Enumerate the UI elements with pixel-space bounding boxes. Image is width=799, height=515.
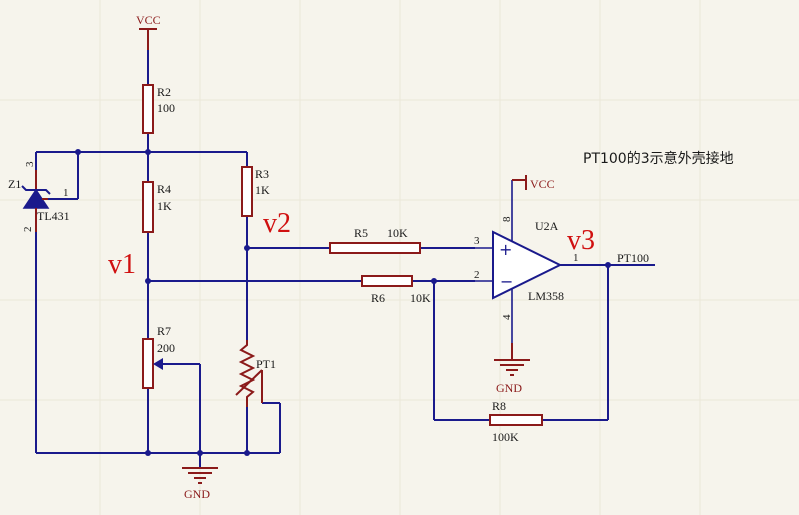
shunt-regulator-z1: Z1 TL431 3 1 2 xyxy=(8,161,70,232)
u2a-value: LM358 xyxy=(528,289,564,303)
r3-value: 1K xyxy=(255,183,270,197)
u2a-pin-3: 3 xyxy=(474,235,480,247)
r2-ref: R2 xyxy=(157,85,171,99)
vcc-power-symbol-top: VCC xyxy=(136,13,161,50)
r7-ref: R7 xyxy=(157,324,171,338)
z1-value: TL431 xyxy=(37,209,70,223)
vcc-label-top: VCC xyxy=(136,13,161,27)
r4-ref: R4 xyxy=(157,182,171,196)
r6-ref: R6 xyxy=(371,291,385,305)
gnd-label-left: GND xyxy=(184,487,210,501)
wires xyxy=(35,50,655,468)
r7-value: 200 xyxy=(157,341,175,355)
r5-value: 10K xyxy=(387,226,408,240)
resistor-r2: R2 100 xyxy=(142,84,175,134)
r5-ref: R5 xyxy=(354,226,368,240)
r8-value: 100K xyxy=(492,430,519,444)
junction-dots xyxy=(75,149,611,456)
z1-pin-1: 1 xyxy=(63,187,69,199)
r3-ref: R3 xyxy=(255,167,269,181)
vcc-power-symbol-opamp: VCC xyxy=(512,175,555,191)
opamp-u2a: + − U2A LM358 3 2 1 8 4 xyxy=(474,180,579,343)
gnd-symbol-left: GND xyxy=(182,467,218,501)
r4-value: 1K xyxy=(157,199,172,213)
z1-ref: Z1 xyxy=(8,177,21,191)
r8-ref: R8 xyxy=(492,399,506,413)
z1-pin-3: 3 xyxy=(24,161,36,167)
node-label-v3: v3 xyxy=(567,225,595,256)
r2-value: 100 xyxy=(157,101,175,115)
vcc-label-opamp: VCC xyxy=(530,177,555,191)
resistor-r5: R5 10K xyxy=(329,226,421,254)
node-label-v1: v1 xyxy=(108,249,136,280)
output-net-label: PT100 xyxy=(617,251,649,265)
resistor-r8: R8 100K xyxy=(489,399,543,444)
annotation-note: PT100的3示意外壳接地 xyxy=(583,150,734,167)
resistor-r6: R6 10K xyxy=(361,275,431,305)
u2a-pin-4: 4 xyxy=(501,314,513,320)
r6-value: 10K xyxy=(410,291,431,305)
gnd-symbol-opamp: GND xyxy=(494,343,530,395)
u2a-ref: U2A xyxy=(535,219,559,233)
u2a-pin-8: 8 xyxy=(501,216,513,222)
noninverting-plus-icon: + xyxy=(499,240,512,259)
resistor-r3: R3 1K xyxy=(241,166,270,217)
pt1-ref: PT1 xyxy=(256,357,276,371)
z1-pin-2: 2 xyxy=(22,227,34,233)
potentiometer-r7: R7 200 xyxy=(142,324,175,389)
wiper-arrow-icon xyxy=(153,358,163,370)
resistor-r4: R4 1K xyxy=(142,181,172,233)
u2a-pin-2: 2 xyxy=(474,269,480,281)
gnd-label-opamp: GND xyxy=(496,381,522,395)
inverting-minus-icon: − xyxy=(500,272,513,291)
rtd-pt1: PT1 xyxy=(235,340,276,407)
u2a-pin-1: 1 xyxy=(573,252,579,264)
node-label-v2: v2 xyxy=(263,208,291,239)
